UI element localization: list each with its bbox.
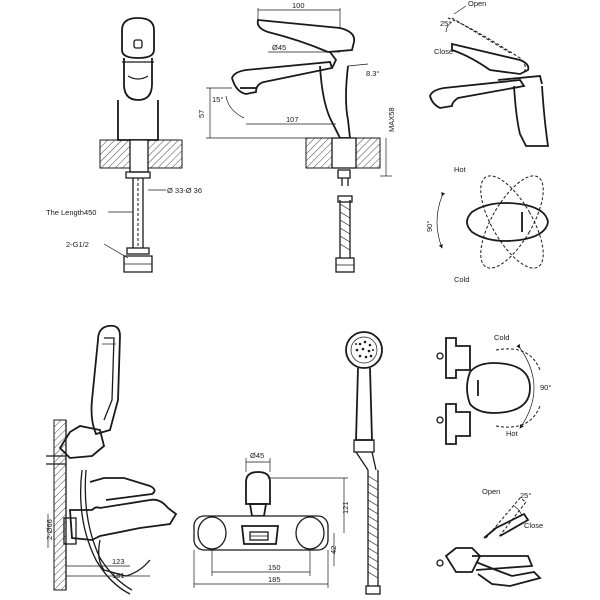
dim-161-label: 161 <box>112 571 125 580</box>
angle25-bottom-label: 25° <box>520 491 531 500</box>
dimension-107: 107 <box>246 115 336 125</box>
bath-lever-open-close: Open 25° Close <box>436 487 543 587</box>
dimension-185: 185 <box>193 550 329 588</box>
dimension-161: 161 <box>66 571 150 580</box>
dim-150-label: 150 <box>268 563 281 572</box>
hand-shower-with-hose <box>345 331 383 595</box>
cold-top-label: Cold <box>454 275 469 284</box>
shower-nozzles <box>355 340 374 359</box>
dim-57-label: 57 <box>197 110 206 118</box>
dimension-length450: The Length450 <box>46 208 133 217</box>
phi66-label: 2-Ø66 <box>45 519 54 540</box>
dimension-phi45-bottom: Ø45 <box>245 451 271 472</box>
bath-mixer-side-view <box>46 324 178 595</box>
angle25-top-label: 25° <box>440 19 451 28</box>
dim-123-label: 123 <box>112 557 125 566</box>
hot-bottom-label: Hot <box>506 429 519 438</box>
bath-mixer-front-view <box>193 471 329 551</box>
dimension-121: 121 <box>268 477 350 533</box>
dimension-phi66: 2-Ø66 <box>45 514 54 548</box>
phi45-bottom-label: Ø45 <box>250 451 264 460</box>
dimension-42: 42 <box>329 533 338 566</box>
close-bottom-label: Close <box>524 521 543 530</box>
dimension-max58: MAX58 <box>380 107 396 177</box>
front-view-basin-mixer <box>99 17 183 273</box>
length450-label: The Length450 <box>46 208 96 217</box>
dimension-57: 57 <box>197 87 306 139</box>
dimension-123: 123 <box>66 557 130 567</box>
hot-top-label: Hot <box>454 165 467 174</box>
side-view-basin-mixer <box>231 19 381 273</box>
dim-107-label: 107 <box>286 115 299 124</box>
lever-open-close-diagram: Open 25° Close <box>429 0 550 147</box>
bath-rotation-hot-cold: Cold 90° Hot <box>436 333 551 445</box>
close-top-label: Close <box>434 47 453 56</box>
angle-8-3-label: 8.3° <box>366 69 379 78</box>
dimension-100: 100 <box>257 1 341 28</box>
dimension-15-angle: 15° <box>212 95 245 119</box>
dim-42-label: 42 <box>329 546 338 554</box>
dim-121-label: 121 <box>341 501 350 514</box>
dimension-g12-top: 2-G1/2 <box>66 240 129 259</box>
dimension-phi33-36: Ø 33-Ø 36 <box>148 186 202 195</box>
phi33-36-label: Ø 33-Ø 36 <box>167 186 202 195</box>
open-top-label: Open <box>468 0 486 8</box>
dim-185-label: 185 <box>268 575 281 584</box>
dimension-150: 150 <box>211 550 311 576</box>
phi45-top-label: Ø45 <box>272 43 286 52</box>
dimension-8-3-angle: 8.3° <box>347 63 379 78</box>
deg90-top-label: 90° <box>425 221 434 232</box>
rotation-hot-cold-top: Hot 90° Cold <box>425 165 549 284</box>
dim-100-label: 100 <box>292 1 305 10</box>
max58-label: MAX58 <box>387 107 396 132</box>
deg90-bottom-label: 90° <box>540 383 551 392</box>
g12-top-label: 2-G1/2 <box>66 240 89 249</box>
open-bottom-label: Open <box>482 487 500 496</box>
angle-15-label: 15° <box>212 95 223 104</box>
cold-bottom-label: Cold <box>494 333 509 342</box>
dimension-phi45-top: Ø45 <box>268 43 340 53</box>
